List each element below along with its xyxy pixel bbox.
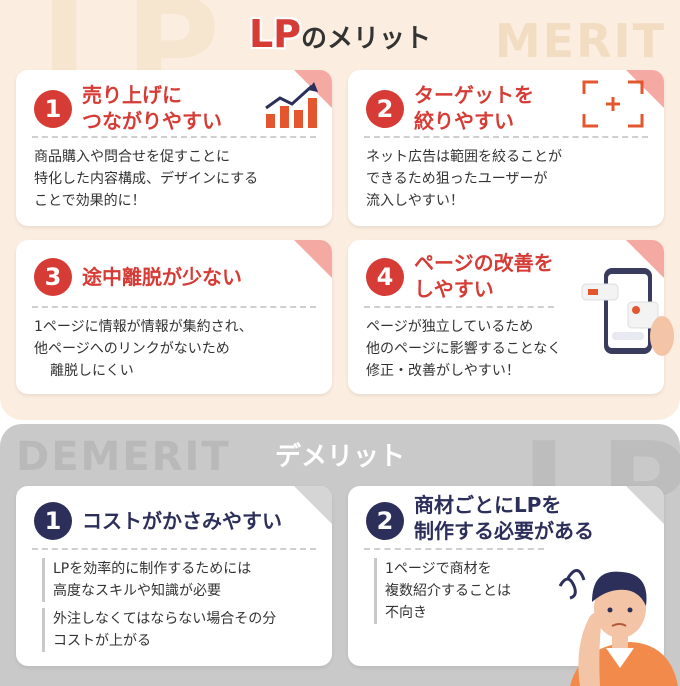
demerit-body-2: 1ページで商材を 複数紹介することは 不向き <box>374 558 545 624</box>
demerit-title-1: コストがかさみやすい <box>82 509 282 533</box>
merit-title-3: 途中離脱が少ない <box>82 265 242 289</box>
smartphone-icon <box>581 268 674 356</box>
title-line: ターゲットを <box>414 83 534 107</box>
merit-card-3: 3 途中離脱が少ない 1ページに情報が情報が集約され、 他ページへのリンクがない… <box>16 240 332 394</box>
merit-body-2: ネット広告は範囲を絞ることが できるため狙ったユーザーが 流入しやすい！ <box>366 146 562 212</box>
bullet-line: 高度なスキルや知識が必要 <box>53 583 221 599</box>
body-line: ページが独立しているため <box>366 319 534 335</box>
body-line: ネット広告は範囲を絞ることが <box>366 149 562 165</box>
bullet-line: 外注しなくてはならない場合その分 <box>53 611 277 627</box>
merit-card-1: 1 売り上げに つながりやすい 商品購入や問合せを促すことに 特化した内容構成、… <box>16 70 332 226</box>
bullet-line: コストが上がる <box>53 633 151 649</box>
confused-person-illustration <box>558 569 678 686</box>
title-line: 商材ごとにLPを <box>414 493 562 517</box>
body-line: 他のページに影響することなく <box>366 341 562 357</box>
merit-heading-lp: LP <box>248 12 302 56</box>
divider <box>32 136 316 138</box>
demerit-card-1: 1 コストがかさみやすい LPを効率的に制作するためには 高度なスキルや知識が必… <box>16 486 332 666</box>
card-corner-fold <box>294 486 332 524</box>
body-line: 1ページで商材を <box>385 561 492 577</box>
merit-number-1: 1 <box>34 90 72 128</box>
demerit-bullet-1: LPを効率的に制作するためには 高度なスキルや知識が必要 <box>42 558 332 602</box>
title-line: しやすい <box>414 277 494 301</box>
merit-heading: LPのメリット <box>0 12 680 56</box>
demerit-number-2: 2 <box>366 502 404 540</box>
card-corner-fold <box>626 70 664 108</box>
merit-number-2: 2 <box>366 90 404 128</box>
merit-number-3: 3 <box>34 258 72 296</box>
merit-card-2: 2 ターゲットを 絞りやすい ネット広告は範囲を絞ることが できるため狙ったユー… <box>348 70 664 226</box>
body-line: 不向き <box>385 605 427 621</box>
merit-title-4: ページの改善を しやすい <box>414 250 554 302</box>
merit-title-2: ターゲットを 絞りやすい <box>414 82 534 134</box>
title-line: つながりやすい <box>82 109 222 133</box>
merit-title-1: 売り上げに つながりやすい <box>82 82 222 134</box>
bullet-line: LPを効率的に制作するためには <box>53 561 252 577</box>
demerit-heading: デメリット <box>274 442 405 472</box>
body-line: 他ページへのリンクがないため <box>34 341 230 357</box>
demerit-title-2: 商材ごとにLPを 制作する必要がある <box>414 492 594 544</box>
body-line: 複数紹介することは <box>385 583 511 599</box>
divider <box>32 548 316 550</box>
card-corner-fold <box>626 486 664 524</box>
body-line: 商品購入や問合せを促すことに <box>34 149 230 165</box>
title-line: ページの改善を <box>414 251 554 275</box>
title-line: 売り上げに <box>82 83 182 107</box>
divider <box>364 136 648 138</box>
divider <box>32 306 316 308</box>
body-line: ことで効果的に！ <box>34 193 146 209</box>
body-line: できるため狙ったユーザーが <box>366 171 548 187</box>
divider <box>364 306 554 308</box>
card-corner-fold <box>294 240 332 278</box>
growth-chart-icon <box>265 82 318 128</box>
merit-body-1: 商品購入や問合せを促すことに 特化した内容構成、デザインにする ことで効果的に！ <box>34 146 258 212</box>
merit-watermark: MERIT <box>494 14 666 68</box>
merit-body-4: ページが独立しているため 他のページに影響することなく 修正・改善がしやすい！ <box>366 316 561 382</box>
title-line: 制作する必要がある <box>414 519 594 543</box>
demerit-number-1: 1 <box>34 502 72 540</box>
body-line: 修正・改善がしやすい！ <box>366 363 520 379</box>
title-line: 絞りやすい <box>414 109 514 133</box>
divider <box>364 548 544 550</box>
merit-heading-rest: のメリット <box>301 24 432 54</box>
merit-body-3: 1ページに情報が情報が集約され、 他ページへのリンクがないため 離脱しにくい <box>34 316 253 382</box>
body-line: 離脱しにくい <box>50 363 134 379</box>
target-frame-icon <box>582 80 644 128</box>
body-line: 1ページに情報が情報が集約され、 <box>34 319 253 335</box>
merit-number-4: 4 <box>366 258 404 296</box>
demerit-watermark: DEMERIT <box>16 434 231 480</box>
body-line: 特化した内容構成、デザインにする <box>34 171 259 187</box>
body-line: 流入しやすい！ <box>366 193 464 209</box>
demerit-bullet-2: 外注しなくてはならない場合その分 コストが上がる <box>42 608 332 652</box>
